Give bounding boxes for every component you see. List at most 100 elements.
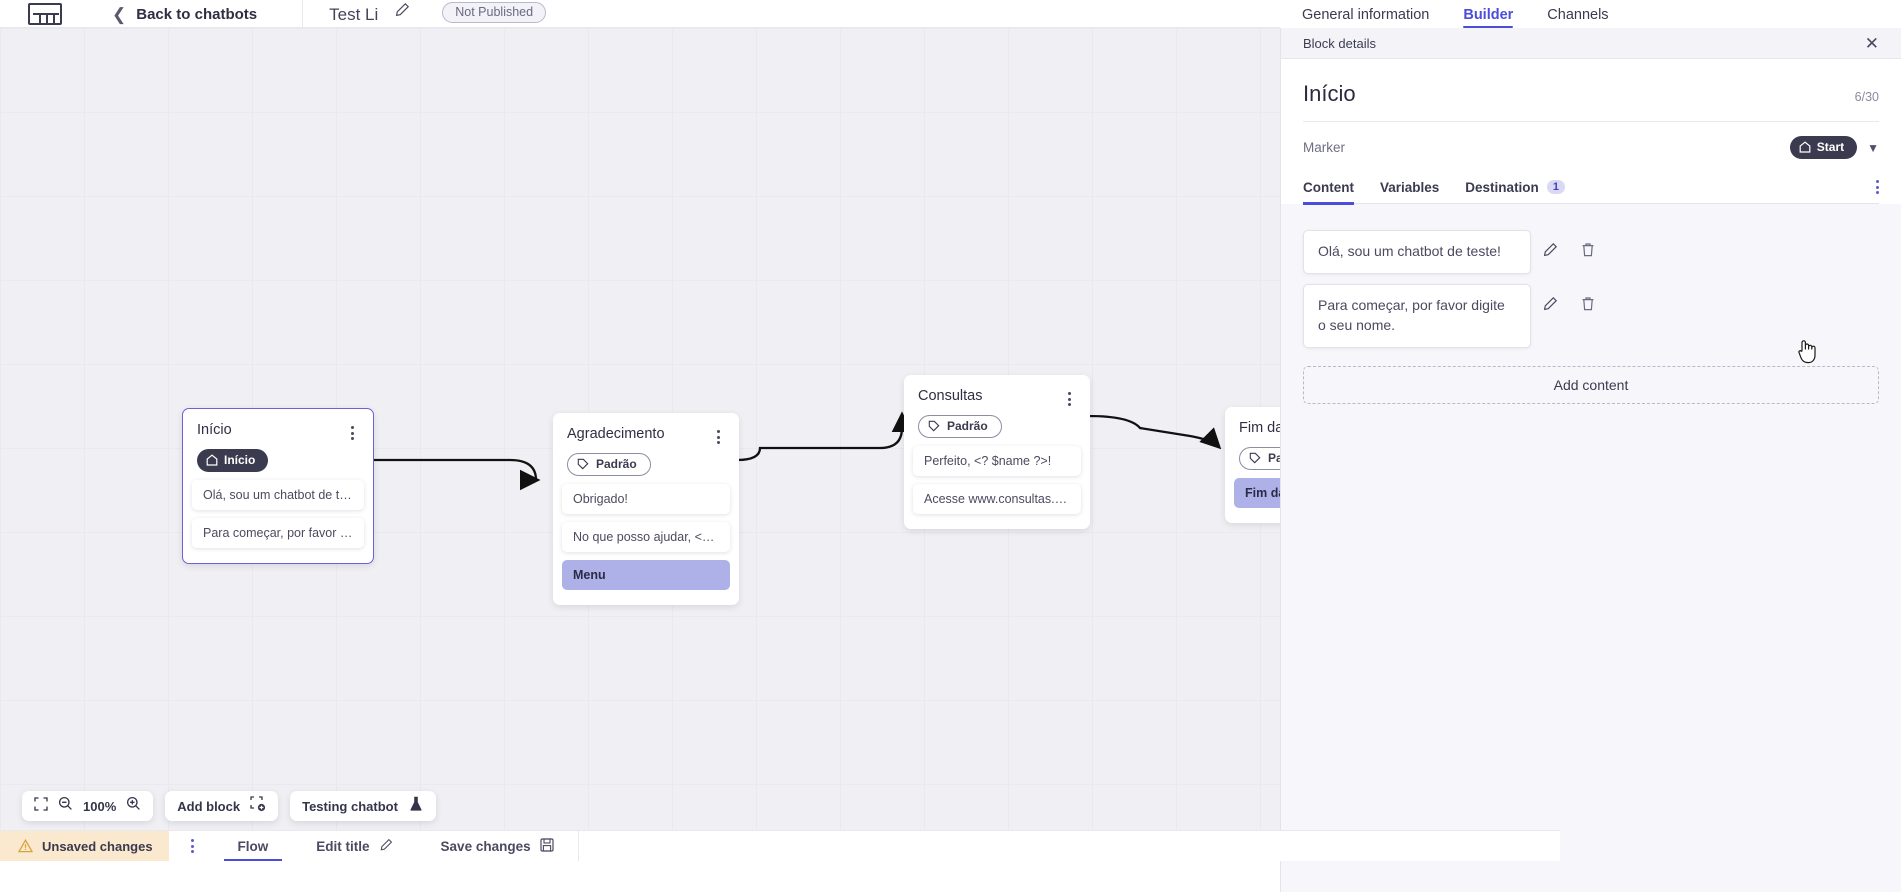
kebab-menu-icon[interactable] bbox=[345, 422, 359, 440]
flow-node-agradecimento[interactable]: Agradecimento Padrão Obrigado! No que po… bbox=[553, 413, 739, 605]
statusbar-item-edit-title[interactable]: Edit title bbox=[292, 831, 416, 862]
default-badge: Padrão bbox=[918, 415, 1002, 438]
divider bbox=[302, 0, 304, 27]
node-item[interactable]: No que posso ajudar, <? $name ... bbox=[562, 522, 730, 552]
pencil-icon[interactable] bbox=[1531, 284, 1569, 312]
node-item[interactable]: Para começar, por favor digite o ... bbox=[192, 518, 364, 548]
flask-icon bbox=[408, 796, 424, 817]
node-item[interactable]: Olá, sou um chatbot de teste! bbox=[192, 480, 364, 510]
node-badge-row: Padrão bbox=[553, 444, 739, 484]
fit-screen-icon[interactable] bbox=[34, 796, 48, 816]
page-title: Início bbox=[1303, 81, 1356, 106]
badge-label: Padrão bbox=[947, 419, 988, 433]
statusbar-item-flow[interactable]: Flow bbox=[214, 831, 293, 861]
save-icon bbox=[540, 837, 554, 855]
kebab-menu-icon[interactable] bbox=[1062, 388, 1076, 406]
start-badge: Início bbox=[197, 449, 269, 472]
badge-label: Início bbox=[224, 453, 256, 467]
zoom-out-icon[interactable] bbox=[58, 796, 73, 816]
tab-label: Destination bbox=[1465, 179, 1539, 195]
marker-row: Marker Start ▼ bbox=[1303, 122, 1879, 171]
flow-node-consultas[interactable]: Consultas Padrão Perfeito, <? $name ?>! … bbox=[904, 375, 1090, 529]
kebab-menu-icon[interactable] bbox=[1876, 180, 1879, 194]
bot-title: Test Li bbox=[329, 5, 379, 24]
home-icon bbox=[206, 454, 218, 466]
pencil-icon[interactable] bbox=[1531, 230, 1569, 258]
warning-triangle-icon bbox=[18, 839, 33, 853]
content-list: Olá, sou um chatbot de teste! Para começ… bbox=[1281, 204, 1901, 348]
kebab-menu-icon[interactable] bbox=[190, 839, 194, 853]
pencil-icon[interactable] bbox=[394, 2, 410, 23]
node-item[interactable]: Acesse www.consultas.com par... bbox=[913, 484, 1081, 514]
home-icon bbox=[1799, 141, 1811, 153]
block-count: 6/30 bbox=[1854, 90, 1879, 104]
divider bbox=[577, 830, 579, 861]
pencil-icon bbox=[379, 838, 393, 855]
statusbar-item-label: Edit title bbox=[316, 838, 370, 854]
back-to-chatbots-link[interactable]: Back to chatbots bbox=[136, 6, 258, 23]
add-block-label: Add block bbox=[177, 798, 241, 814]
chevron-left-icon[interactable]: ❮ bbox=[112, 5, 127, 24]
node-item[interactable]: Perfeito, <? $name ?>! bbox=[913, 446, 1081, 476]
zoom-in-icon[interactable] bbox=[126, 796, 141, 816]
tab-label: Content bbox=[1303, 179, 1354, 195]
node-item[interactable]: Obrigado! bbox=[562, 484, 730, 514]
node-title: Agradecimento bbox=[567, 426, 665, 442]
marker-value: Start bbox=[1816, 140, 1845, 154]
tab-label: Variables bbox=[1380, 179, 1440, 195]
default-badge: Padrão bbox=[567, 453, 651, 476]
node-badge-row: Padrão bbox=[904, 406, 1090, 446]
panel-header-title: Block details bbox=[1303, 35, 1376, 51]
bot-logo-icon[interactable] bbox=[28, 3, 62, 25]
content-row: Olá, sou um chatbot de teste! bbox=[1303, 230, 1879, 274]
add-block-button[interactable]: Add block bbox=[165, 791, 279, 821]
unsaved-changes-label: Unsaved changes bbox=[42, 838, 153, 854]
testing-chatbot-label: Testing chatbot bbox=[302, 798, 398, 814]
destination-count-badge: 1 bbox=[1546, 180, 1565, 194]
tab-builder[interactable]: Builder bbox=[1463, 7, 1513, 28]
tab-variables[interactable]: Variables bbox=[1380, 171, 1439, 204]
statusbar-item-save-changes[interactable]: Save changes bbox=[417, 831, 578, 862]
marker-label: Marker bbox=[1303, 140, 1346, 155]
tab-destination[interactable]: Destination 1 bbox=[1465, 171, 1565, 204]
node-item[interactable]: Menu bbox=[562, 560, 730, 590]
content-row: Para começar, por favor digite o seu nom… bbox=[1303, 283, 1879, 348]
zoom-level: 100% bbox=[83, 798, 117, 814]
tab-general-information[interactable]: General information bbox=[1302, 7, 1430, 23]
panel-header: Block details ✕ bbox=[1281, 28, 1901, 59]
tab-content[interactable]: Content bbox=[1303, 171, 1354, 205]
kebab-menu-icon[interactable] bbox=[711, 426, 725, 444]
statusbar-item-label: Save changes bbox=[440, 838, 531, 854]
statusbar-item-label: Flow bbox=[237, 838, 269, 854]
node-header: Agradecimento bbox=[553, 413, 739, 444]
testing-chatbot-button[interactable]: Testing chatbot bbox=[290, 791, 436, 821]
tag-icon bbox=[1249, 452, 1261, 464]
close-icon[interactable]: ✕ bbox=[1864, 33, 1879, 53]
zoom-controls: 100% bbox=[22, 791, 154, 821]
app-tabs: General information Builder Channels bbox=[1280, 0, 1901, 28]
node-header: Consultas bbox=[904, 375, 1090, 406]
tag-icon bbox=[577, 458, 589, 470]
add-content-button[interactable]: Add content bbox=[1303, 365, 1879, 404]
trash-icon[interactable] bbox=[1569, 284, 1607, 312]
panel-title-row: Início 6/30 bbox=[1303, 59, 1879, 122]
node-title: Início bbox=[197, 422, 232, 438]
content-text[interactable]: Olá, sou um chatbot de teste! bbox=[1303, 230, 1531, 274]
marker-control[interactable]: Start ▼ bbox=[1789, 136, 1879, 159]
panel-body: Início 6/30 Marker Start ▼ Content Varia… bbox=[1281, 59, 1901, 205]
unsaved-changes-indicator: Unsaved changes bbox=[0, 830, 169, 861]
node-badge-row: Início bbox=[183, 440, 373, 480]
badge-label: Padrão bbox=[596, 457, 637, 471]
add-block-icon bbox=[250, 795, 266, 817]
node-header: Início bbox=[183, 409, 373, 440]
node-title: Consultas bbox=[918, 388, 983, 404]
trash-icon[interactable] bbox=[1569, 230, 1607, 258]
chevron-down-icon[interactable]: ▼ bbox=[1867, 140, 1879, 155]
block-details-panel: Block details ✕ Início 6/30 Marker Start… bbox=[1280, 28, 1901, 892]
content-text[interactable]: Para começar, por favor digite o seu nom… bbox=[1303, 283, 1531, 348]
marker-badge[interactable]: Start bbox=[1789, 136, 1858, 159]
bottom-status-bar: Unsaved changes Flow Edit title Save cha… bbox=[0, 830, 1560, 861]
tab-channels[interactable]: Channels bbox=[1547, 7, 1609, 23]
canvas-toolbar: 100% Add block Testing chatbot bbox=[22, 791, 436, 821]
flow-node-inicio[interactable]: Início Início Olá, sou um chatbot de tes… bbox=[182, 408, 374, 564]
